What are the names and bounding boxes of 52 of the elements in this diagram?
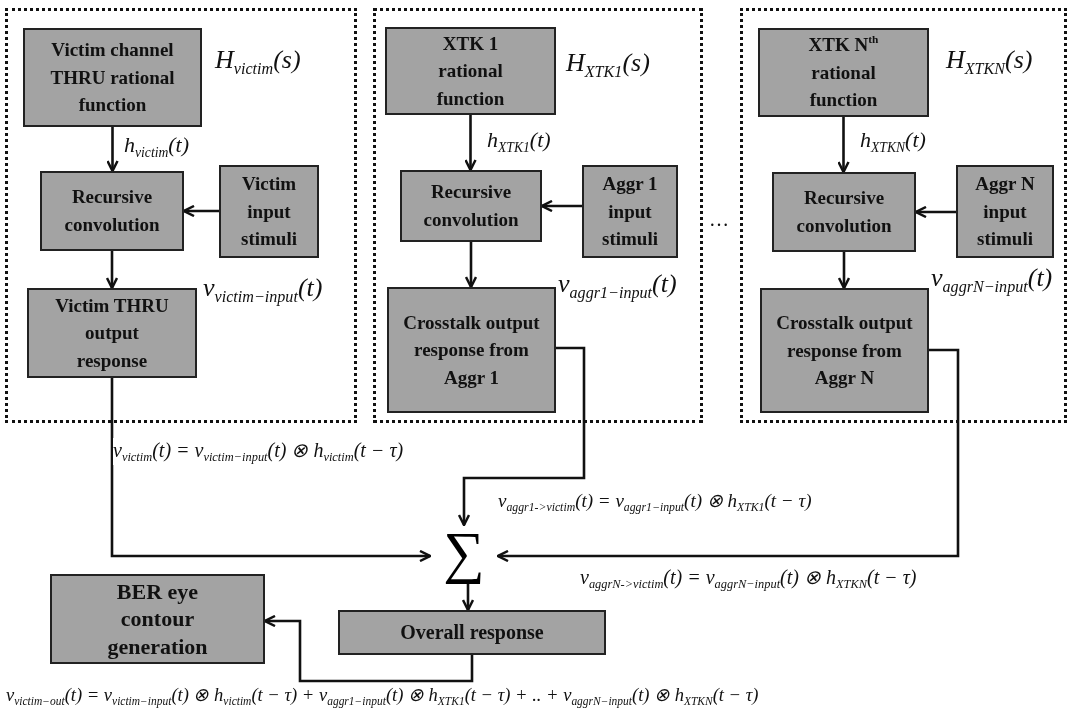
box-label: Recursive convolution [422,180,520,232]
box-label: Aggr N input stimuli [974,172,1036,252]
box-label: Crosstalk output response from Aggr 1 [402,310,541,390]
dotted-group-box [373,8,703,423]
process-box [760,288,929,413]
process-box [50,574,265,664]
box-label: XTK 1 rational function [435,31,506,111]
arrow [464,242,478,289]
process-box [400,170,542,242]
arrow [105,251,119,290]
arrow [496,348,960,563]
formula-label: v$_{aggrN−input}$(t) [931,262,1053,296]
formula-label: H$_{XTKN}$(s) [946,44,1033,78]
sigma-sign: ∑ [443,524,485,582]
edge-label: v$_{aggr1->victim}$(t) = v$_{aggr1−input}$(t) ⊗ h$_{XTK1}$(t − τ) [498,490,812,516]
box-label: Victim channel THRU rational function [49,38,176,118]
box-label: Recursive convolution [795,186,893,238]
ellipsis-label: … [709,207,729,231]
box-label: Crosstalk output response from Aggr N [775,311,914,391]
process-box [758,28,929,117]
formula-label: H$_{victim}$(s) [215,44,301,78]
box-label: Aggr 1 input stimuli [601,172,659,252]
dotted-group-box [740,8,1067,423]
process-box [27,288,197,378]
process-box [582,165,678,258]
arrow [457,346,586,527]
box-label: Overall response [400,620,544,646]
arrow [464,115,477,172]
process-box [338,610,606,655]
process-box [219,165,319,258]
edge-label: v$_{victim−out}$(t) = v$_{victim−input}$(t) ⊗ h$_{victim}$(t − τ) + v$_{aggr1−input}$(t) ⊗ h$_{XTK1}$(t − τ) + .. + v$_{aggrN−input}$(t) ⊗ h$_{XTKN}$(t − τ) [6,684,759,709]
dotted-group-box [5,8,357,423]
process-box [23,28,202,127]
arrow [461,581,475,612]
box-label: Victim THRU output response [54,293,170,373]
box-label: BER eye contour generation [106,577,209,661]
process-box [956,165,1054,258]
arrow [106,127,119,173]
arrow [837,252,851,290]
formula-label: H$_{XTK1}$(s) [566,47,650,81]
edge-label: v$_{victim}$(t) = v$_{victim−input}$(t) ⊗ h$_{victim}$(t − τ) [113,438,404,466]
formula-label: v$_{victim−input}$(t) [203,272,323,306]
process-box [387,287,556,413]
process-box [772,172,916,252]
process-box [385,27,556,115]
arrow [837,117,850,174]
box-label: XTK N$^{th}$ rational function [807,32,880,113]
process-box [40,171,184,251]
box-label: Recursive convolution [63,185,161,237]
arrow [110,378,432,563]
box-label: Victim input stimuli [240,172,298,252]
formula-label: v$_{aggr1−input}$(t) [558,268,677,302]
